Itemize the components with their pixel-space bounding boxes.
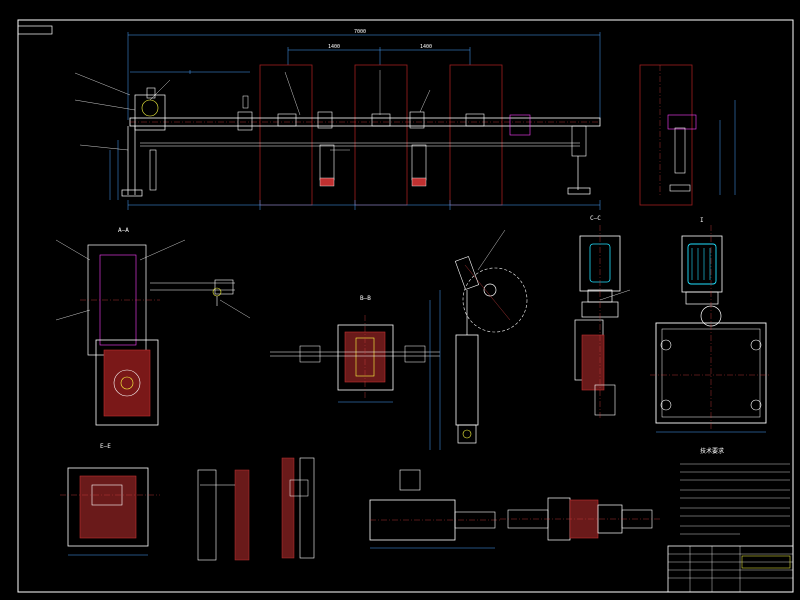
drawing-frame-tag	[17, 25, 53, 35]
section-e-label: E—E	[100, 443, 111, 450]
main-assembly-view: 7000 1400 1400	[74, 29, 693, 210]
station-box-right	[639, 64, 693, 206]
tech-requirements: 技术要求	[680, 447, 790, 535]
section-a-view: A—A	[55, 227, 251, 426]
detail-coupling-bottom	[500, 497, 660, 541]
cylinder-view	[429, 229, 528, 450]
station-box-2	[354, 64, 408, 206]
side-view-right	[659, 65, 736, 195]
span-left-dim: 1400	[328, 44, 340, 50]
title-block	[667, 545, 794, 593]
drawing-frame-outer	[17, 19, 794, 593]
detail-cylinder-bottom	[369, 469, 500, 549]
span-right-dim: 1400	[420, 44, 432, 50]
motor-front-view: I	[650, 217, 770, 433]
section-a-label: A—A	[118, 227, 129, 234]
section-b-view: B—B	[270, 295, 440, 403]
section-e-view: E—E	[60, 443, 160, 556]
station-box-1	[259, 64, 313, 206]
section-b-label: B—B	[360, 295, 371, 302]
motor-side-view: C—C	[574, 215, 631, 420]
section-c-label: C—C	[590, 215, 601, 222]
view-i-label: I	[700, 217, 704, 224]
station-box-3	[449, 64, 503, 206]
detail-views-bottom	[197, 457, 315, 561]
tech-requirements-heading: 技术要求	[700, 447, 724, 455]
overall-length-dim: 7000	[354, 29, 366, 35]
